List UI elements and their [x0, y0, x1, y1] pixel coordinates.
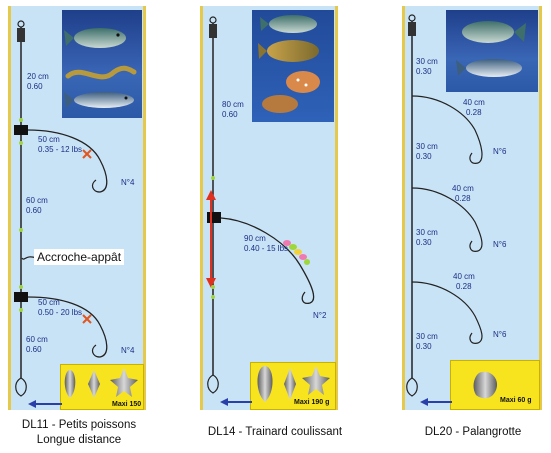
arrow-left-icon [220, 398, 252, 406]
max-weight-label: Maxi 150 [112, 401, 142, 408]
sinker-icon [473, 371, 498, 399]
segment-diameter: 0.50 - 20 lbs [38, 308, 83, 317]
segment-length: 30 cm [416, 228, 438, 237]
segment-diameter: 0.30 [416, 238, 432, 247]
segment-length: 30 cm [416, 142, 438, 151]
segment-length: 60 cm [26, 335, 48, 344]
segment-length: 50 cm [38, 298, 60, 307]
segment-length: 20 cm [27, 72, 49, 81]
bead-icon [19, 118, 23, 312]
max-weight-label: Maxi 60 g [500, 397, 532, 404]
sinker-icon [257, 366, 330, 402]
arrow-left-icon [28, 400, 62, 408]
hook-size: N°4 [121, 178, 135, 187]
flatfish-icon [262, 95, 298, 113]
hook-size: N°4 [121, 346, 135, 355]
rig-line-dl20 [406, 14, 483, 397]
segment-diameter: 0.60 [222, 110, 238, 119]
segment-diameter: 0.60 [26, 206, 42, 215]
rig-caption-dl20: DL20 - Palangrotte [424, 426, 522, 438]
callout-pointer [21, 256, 37, 260]
segment-length: 40 cm [453, 272, 475, 281]
hook-size: N°6 [493, 330, 507, 339]
bead-icon [211, 176, 215, 299]
eel-icon [65, 65, 137, 80]
sinker-icon [64, 368, 138, 398]
fish-icon [456, 59, 522, 77]
hook-size: N°2 [313, 311, 327, 320]
flatfish-icon [286, 71, 320, 93]
rig-caption-dl11: DL11 - Petits poissons Longue distance [0, 418, 158, 448]
fish-icon [258, 40, 319, 62]
segment-diameter: 0.28 [456, 282, 472, 291]
segment-length: 40 cm [463, 98, 485, 107]
hook-size: N°6 [493, 147, 507, 156]
rig-line-dl11 [14, 20, 108, 397]
segment-length: 30 cm [416, 332, 438, 341]
arrow-left-icon [420, 398, 452, 406]
segment-diameter: 0.28 [466, 108, 482, 117]
bait-clip-icon [82, 149, 92, 324]
segment-length: 80 cm [222, 100, 244, 109]
segment-length: 90 cm [244, 234, 266, 243]
segment-length: 50 cm [38, 135, 60, 144]
segment-length: 30 cm [416, 57, 438, 66]
lure-beads-icon [283, 240, 310, 265]
max-weight-label: Maxi 190 g [294, 399, 330, 406]
fish-icon [260, 15, 317, 33]
segment-diameter: 0.30 [416, 67, 432, 76]
segment-diameter: 0.30 [416, 342, 432, 351]
fish-icon [64, 92, 134, 108]
segment-length: 40 cm [452, 184, 474, 193]
segment-diameter: 0.30 [416, 152, 432, 161]
segment-diameter: 0.40 - 15 lbs [244, 244, 289, 253]
segment-diameter: 0.28 [455, 194, 471, 203]
bait-clip-callout: Accroche-appât [34, 249, 125, 265]
segment-diameter: 0.60 [27, 82, 43, 91]
rig-caption-line: Longue distance [36, 434, 122, 446]
segment-diameter: 0.60 [26, 345, 42, 354]
hook-size: N°6 [493, 240, 507, 249]
segment-diameter: 0.35 - 12 lbs [38, 145, 83, 154]
rig-caption-line: DL11 - Petits poissons [21, 419, 137, 431]
fish-icon [64, 28, 126, 48]
fish-icon [462, 21, 526, 43]
segment-length: 60 cm [26, 196, 48, 205]
rig-caption-dl14: DL14 - Trainard coulissant [207, 426, 343, 438]
sliding-range-arrow-icon [206, 190, 216, 288]
